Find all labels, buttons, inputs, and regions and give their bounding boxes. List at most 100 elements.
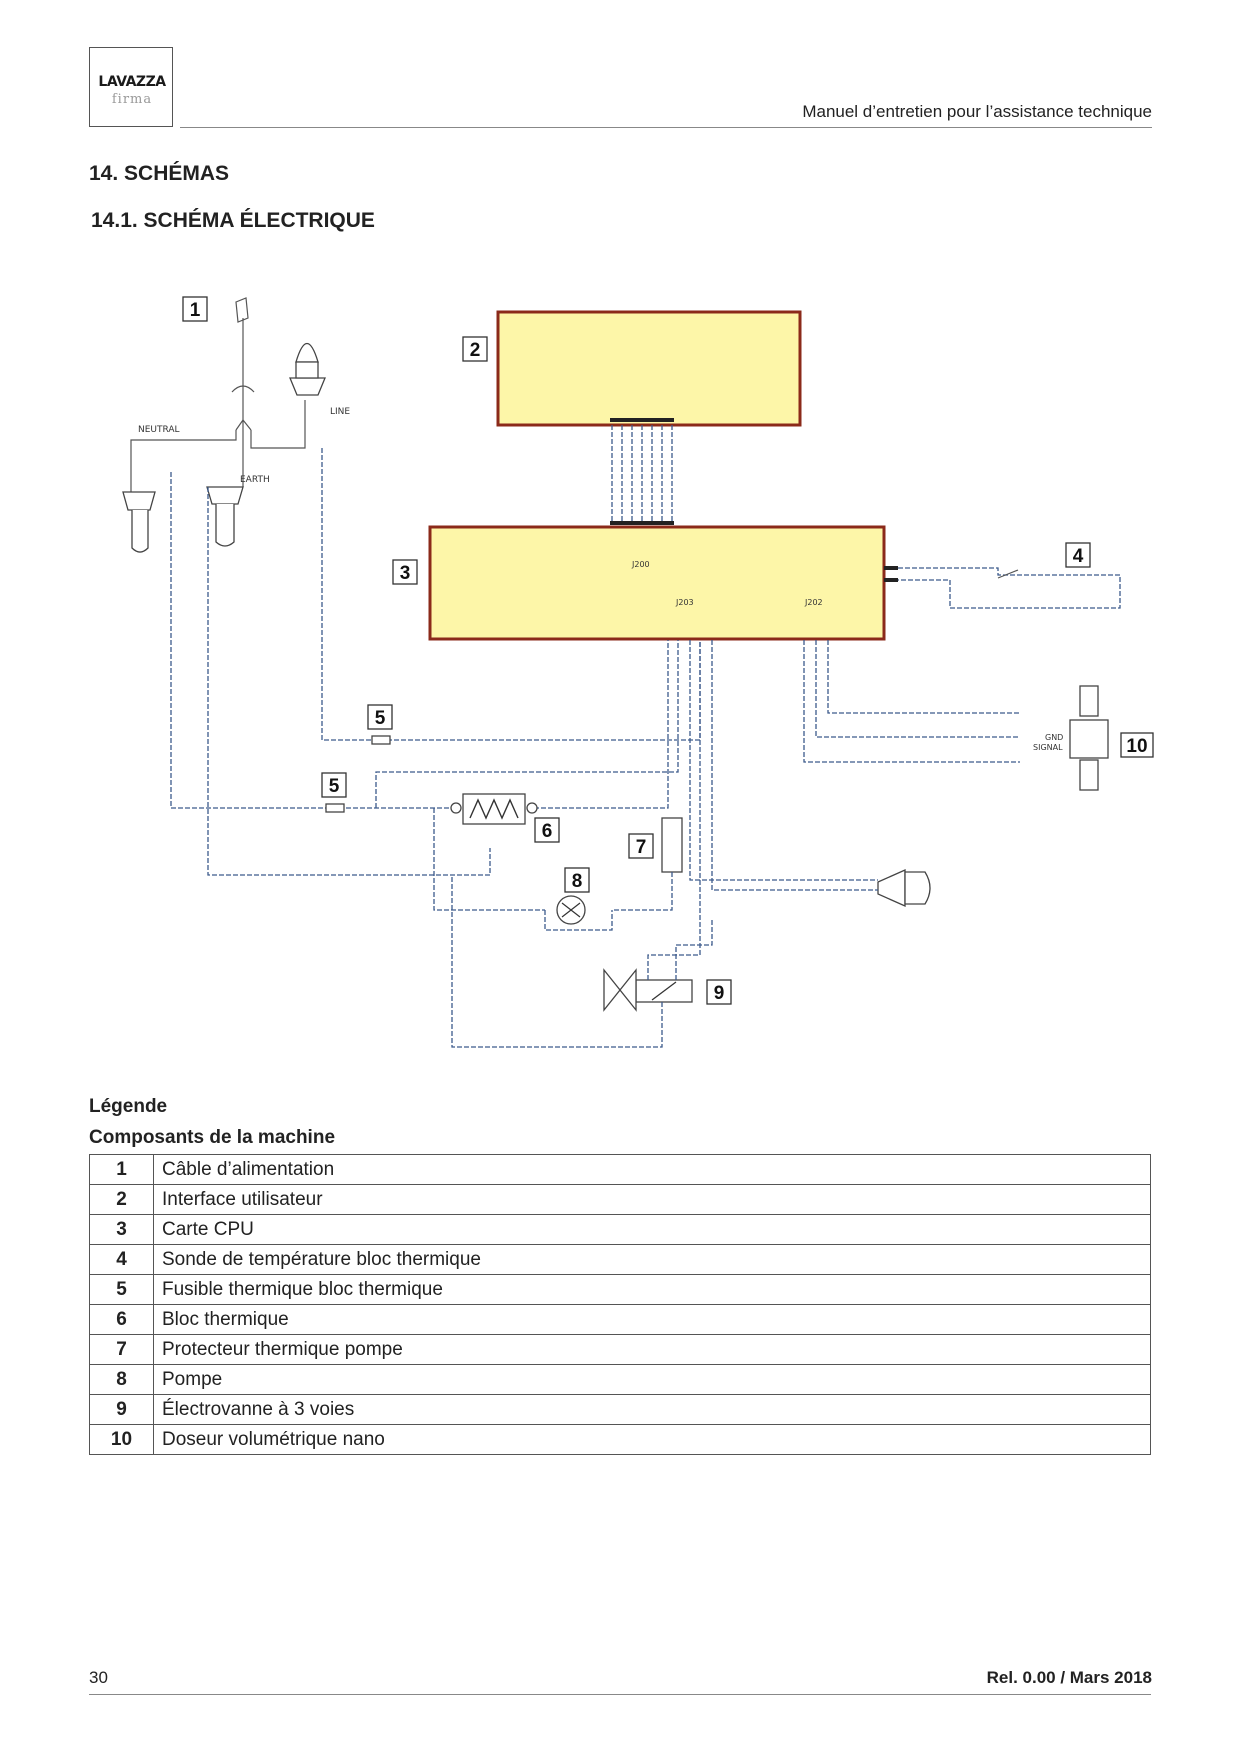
j200-label: J200 bbox=[631, 560, 650, 569]
component-description: Protecteur thermique pompe bbox=[153, 1334, 1151, 1365]
callout-9: 9 bbox=[706, 979, 732, 1005]
component-description: Électrovanne à 3 voies bbox=[153, 1394, 1151, 1425]
component-number: 6 bbox=[89, 1304, 154, 1335]
table-row: 5 Fusible thermique bloc thermique bbox=[89, 1274, 1151, 1305]
component-description: Doseur volumétrique nano bbox=[153, 1424, 1151, 1455]
callout-1: 1 bbox=[182, 296, 208, 322]
earth-loop-wire bbox=[207, 487, 491, 876]
pump-icon bbox=[556, 895, 586, 925]
header-divider bbox=[180, 127, 1152, 128]
power-plug-icon bbox=[231, 297, 255, 432]
component-description: Pompe bbox=[153, 1364, 1151, 1395]
component-number: 5 bbox=[89, 1274, 154, 1305]
callout-3: 3 bbox=[392, 559, 418, 585]
legend-subtitle: Composants de la machine bbox=[89, 1127, 336, 1148]
callout-5-lower: 5 bbox=[321, 772, 347, 798]
ribbon-cable bbox=[610, 418, 674, 525]
component-description: Interface utilisateur bbox=[153, 1184, 1151, 1215]
svg-text:5: 5 bbox=[375, 708, 386, 729]
callout-6: 6 bbox=[534, 817, 560, 843]
svg-text:5: 5 bbox=[329, 776, 340, 797]
thermal-fuse-lower-icon bbox=[325, 803, 345, 813]
component-number: 9 bbox=[89, 1394, 154, 1425]
valve-return-wire bbox=[451, 875, 663, 1048]
svg-text:7: 7 bbox=[636, 837, 647, 858]
line-label: LINE bbox=[330, 407, 350, 417]
component-number: 2 bbox=[89, 1184, 154, 1215]
svg-text:10: 10 bbox=[1126, 736, 1147, 757]
component-number: 3 bbox=[89, 1214, 154, 1245]
callout-5-upper: 5 bbox=[367, 704, 393, 730]
table-row: 2 Interface utilisateur bbox=[89, 1184, 1151, 1215]
thermoblock-icon bbox=[450, 793, 538, 825]
callout-10: 10 bbox=[1120, 732, 1154, 758]
component-description: Fusible thermique bloc thermique bbox=[153, 1274, 1151, 1305]
table-row: 3 Carte CPU bbox=[89, 1214, 1151, 1245]
svg-text:3: 3 bbox=[400, 563, 411, 584]
subsection-heading: 14.1. SCHÉMA ÉLECTRIQUE bbox=[91, 209, 375, 232]
flowmeter-wires bbox=[803, 640, 1020, 763]
components-table: 1 Câble d’alimentation 2 Interface utili… bbox=[89, 1154, 1151, 1455]
neutral-wire bbox=[130, 430, 237, 492]
callout-7: 7 bbox=[628, 833, 654, 859]
table-row: 9 Électrovanne à 3 voies bbox=[89, 1394, 1151, 1425]
callout-4: 4 bbox=[1065, 542, 1091, 568]
table-row: 4 Sonde de température bloc thermique bbox=[89, 1244, 1151, 1275]
svg-text:4: 4 bbox=[1073, 546, 1084, 567]
earth-label: EARTH bbox=[240, 475, 270, 485]
fuse-lower-wire bbox=[170, 472, 450, 809]
component-number: 8 bbox=[89, 1364, 154, 1395]
svg-text:6: 6 bbox=[542, 821, 553, 842]
table-row: 8 Pompe bbox=[89, 1364, 1151, 1395]
electrical-schematic: NEUTRAL LINE EARTH J200 J203 J202 bbox=[122, 296, 1154, 1048]
callout-8: 8 bbox=[564, 867, 590, 893]
table-row: 6 Bloc thermique bbox=[89, 1304, 1151, 1335]
brand-logo: LAVAZZA firma bbox=[89, 47, 173, 127]
heater-connector-wire-1 bbox=[689, 640, 878, 881]
j202-label: J202 bbox=[804, 598, 823, 607]
page-number: 30 bbox=[89, 1668, 108, 1687]
pump-wire bbox=[544, 910, 613, 931]
neutral-label: NEUTRAL bbox=[138, 425, 180, 435]
callout-2: 2 bbox=[462, 336, 488, 362]
user-interface-board bbox=[496, 310, 802, 427]
svg-text:8: 8 bbox=[572, 871, 583, 892]
table-row: 10 Doseur volumétrique nano bbox=[89, 1424, 1151, 1455]
component-description: Carte CPU bbox=[153, 1214, 1151, 1245]
section-heading: 14. SCHÉMAS bbox=[89, 162, 230, 185]
line-wire bbox=[250, 400, 306, 449]
temperature-probe bbox=[884, 566, 1121, 609]
gnd-label: GND bbox=[1045, 733, 1063, 742]
heater-connector-wire-2 bbox=[711, 640, 878, 891]
component-description: Câble d’alimentation bbox=[153, 1154, 1151, 1185]
cpu-board bbox=[428, 525, 886, 641]
pump-thermal-protector-icon bbox=[661, 817, 683, 873]
component-number: 1 bbox=[89, 1154, 154, 1185]
footer-divider bbox=[89, 1694, 1151, 1695]
component-description: Sonde de température bloc thermique bbox=[153, 1244, 1151, 1275]
j203-label: J203 bbox=[675, 598, 694, 607]
component-description: Bloc thermique bbox=[153, 1304, 1151, 1335]
fuse-upper-wire bbox=[321, 448, 701, 741]
legend-title: Légende bbox=[89, 1096, 168, 1117]
heater-feed-wire bbox=[375, 640, 679, 808]
component-number: 10 bbox=[89, 1424, 154, 1455]
table-row: 1 Câble d’alimentation bbox=[89, 1154, 1151, 1185]
release-info: Rel. 0.00 / Mars 2018 bbox=[986, 1668, 1152, 1687]
thermal-fuse-upper-icon bbox=[371, 735, 391, 745]
component-number: 4 bbox=[89, 1244, 154, 1275]
earth-connector-icon bbox=[206, 486, 244, 547]
heater-connector-icon bbox=[877, 868, 931, 908]
protector-wire bbox=[612, 872, 673, 911]
thermoblock-earth-wire bbox=[433, 808, 545, 911]
logo-brand-text: LAVAZZA bbox=[98, 74, 166, 90]
solenoid-valve-icon bbox=[603, 968, 693, 1012]
line-connector-icon bbox=[289, 342, 326, 396]
valve-wire-b bbox=[675, 920, 713, 980]
flowmeter-icon bbox=[1069, 685, 1109, 791]
valve-wire-a bbox=[647, 640, 701, 980]
svg-text:9: 9 bbox=[714, 983, 725, 1004]
table-row: 7 Protecteur thermique pompe bbox=[89, 1334, 1151, 1365]
document-title: Manuel d’entretien pour l’assistance tec… bbox=[802, 102, 1152, 121]
svg-text:1: 1 bbox=[190, 300, 201, 321]
